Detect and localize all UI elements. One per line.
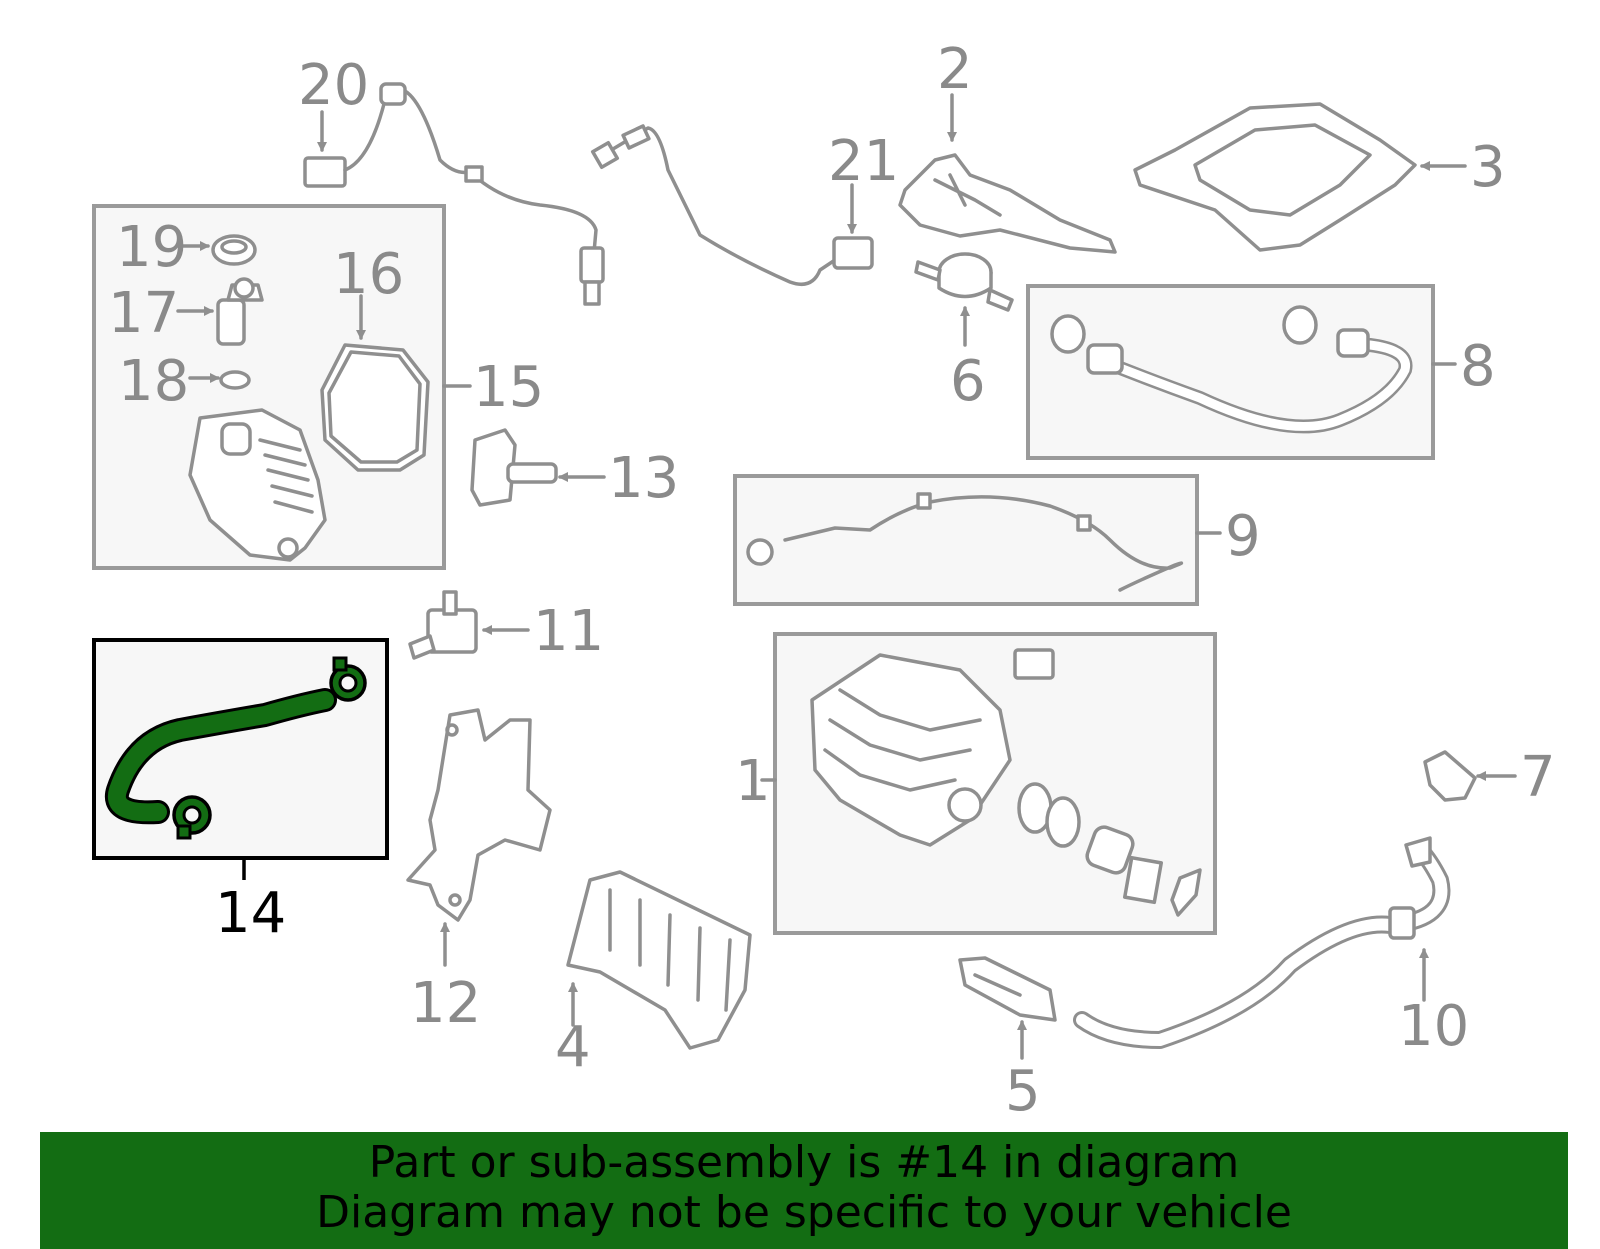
part-12-bracket[interactable] bbox=[406, 708, 552, 967]
callout-12: 12 bbox=[410, 971, 481, 1036]
callout-15: 15 bbox=[473, 355, 544, 420]
part-3-mounting-tray[interactable] bbox=[1133, 102, 1467, 252]
part-6-vacuum-fitting[interactable] bbox=[914, 252, 1014, 347]
callout-19: 19 bbox=[116, 215, 187, 280]
part-11-purge-valve[interactable] bbox=[408, 590, 530, 660]
callout-8: 8 bbox=[1460, 334, 1496, 399]
part-7-fitting[interactable] bbox=[1423, 750, 1517, 802]
callout-9: 9 bbox=[1225, 504, 1261, 569]
callout-17: 17 bbox=[108, 281, 179, 346]
part-4-heat-shield[interactable] bbox=[566, 870, 752, 1050]
part-8-hose-assembly[interactable] bbox=[1050, 305, 1413, 434]
callout-2: 2 bbox=[937, 37, 973, 102]
part-14-hose-highlighted[interactable] bbox=[104, 656, 367, 840]
hose-clamp-icon bbox=[329, 656, 367, 702]
callout-14: 14 bbox=[215, 881, 286, 946]
callout-21: 21 bbox=[828, 129, 899, 194]
callout-13: 13 bbox=[608, 446, 679, 511]
banner-line-disclaimer: Diagram may not be specific to your vehi… bbox=[316, 1187, 1292, 1238]
callout-11: 11 bbox=[533, 599, 604, 664]
part-1-charcoal-canister[interactable] bbox=[810, 648, 1202, 917]
part-10-hose[interactable] bbox=[1073, 836, 1451, 1049]
callout-18: 18 bbox=[118, 349, 189, 414]
callout-4: 4 bbox=[555, 1015, 591, 1080]
part-19-seal-ring[interactable] bbox=[181, 234, 257, 266]
part-9-vapor-line[interactable] bbox=[746, 492, 1184, 592]
callout-6: 6 bbox=[950, 349, 986, 414]
part-16-gasket[interactable] bbox=[320, 294, 430, 472]
part-2-bracket[interactable] bbox=[898, 93, 1117, 254]
callout-1: 1 bbox=[735, 749, 771, 814]
info-banner: Part or sub-assembly is #14 in diagram D… bbox=[40, 1132, 1568, 1249]
part-21-sensor-cable[interactable] bbox=[590, 124, 874, 286]
part-20-oxygen-sensor[interactable] bbox=[303, 82, 605, 306]
callout-5: 5 bbox=[1005, 1059, 1041, 1124]
part-13-pressure-sensor[interactable] bbox=[470, 428, 606, 507]
callout-7: 7 bbox=[1520, 745, 1556, 810]
part-18-o-ring[interactable] bbox=[188, 370, 251, 390]
banner-line-part-number: Part or sub-assembly is #14 in diagram bbox=[368, 1137, 1240, 1188]
callout-3: 3 bbox=[1470, 135, 1506, 200]
part-15-separator-housing[interactable] bbox=[188, 408, 327, 562]
callout-20: 20 bbox=[298, 53, 369, 118]
part-5-bracket[interactable] bbox=[958, 956, 1057, 1060]
hose-clamp-icon bbox=[172, 795, 212, 840]
callout-10: 10 bbox=[1398, 994, 1469, 1059]
part-17-pcv-valve[interactable] bbox=[176, 277, 264, 346]
callout-16: 16 bbox=[333, 242, 404, 307]
